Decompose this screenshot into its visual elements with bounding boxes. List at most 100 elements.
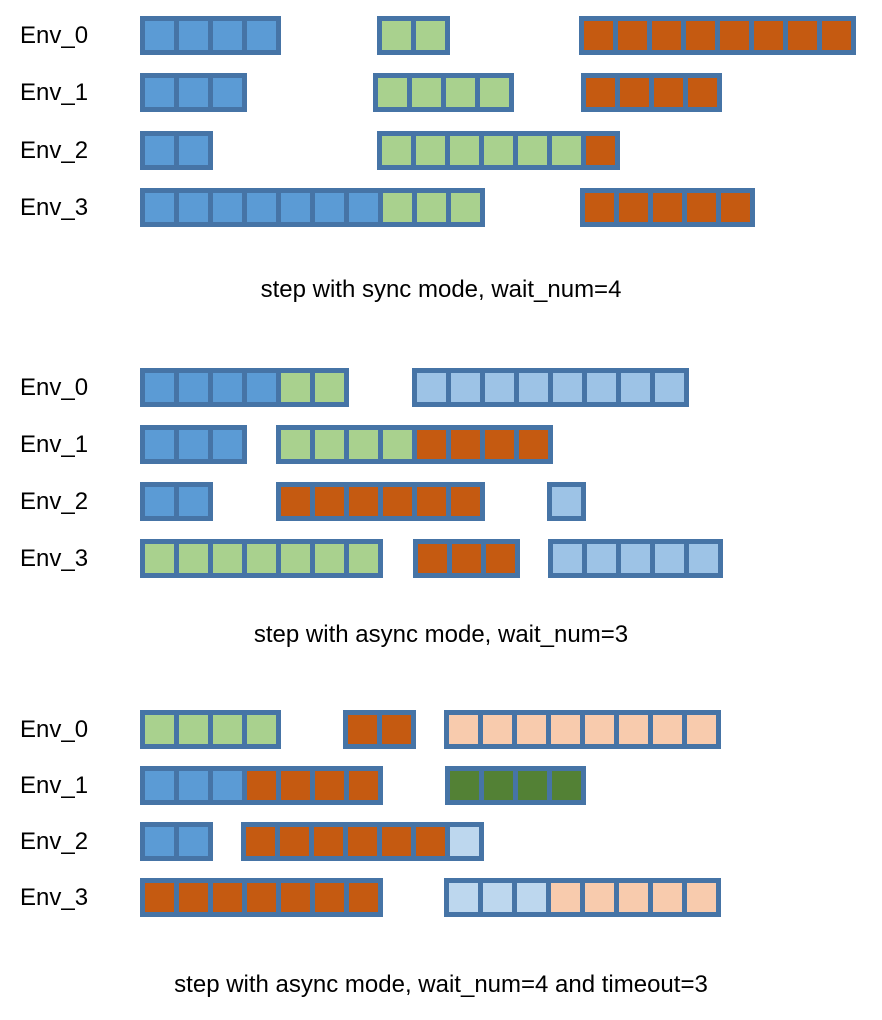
- lightblue-step-cell: [553, 373, 582, 402]
- blue-step-cell: [213, 373, 242, 402]
- orange-step-cell: [451, 487, 480, 516]
- blue-step-cell: [179, 430, 208, 459]
- step-bar: [580, 188, 755, 227]
- blue-step-cell: [213, 771, 242, 800]
- orange-step-cell: [652, 21, 681, 50]
- paleblue-step-cell: [450, 827, 479, 856]
- orange-step-cell: [720, 21, 749, 50]
- step-bar: [140, 188, 485, 227]
- step-bar: [377, 131, 620, 170]
- row-label-env_1: Env_1: [20, 772, 89, 799]
- blue-step-cell: [247, 193, 276, 222]
- blue-step-cell: [145, 78, 174, 107]
- paleblue-step-cell: [483, 883, 512, 912]
- orange-step-cell: [822, 21, 851, 50]
- peach-step-cell: [653, 883, 682, 912]
- orange-step-cell: [721, 193, 750, 222]
- caption-async-wait4-timeout3: step with async mode, wait_num=4 and tim…: [174, 971, 708, 998]
- peach-step-cell: [585, 883, 614, 912]
- darkgreen-step-cell: [450, 771, 479, 800]
- blue-step-cell: [213, 21, 242, 50]
- blue-step-cell: [213, 193, 242, 222]
- step-bar: [547, 482, 586, 521]
- green-step-cell: [484, 136, 513, 165]
- row-label-env_2: Env_2: [20, 488, 89, 515]
- peach-step-cell: [687, 883, 716, 912]
- step-bar: [140, 710, 281, 749]
- blue-step-cell: [213, 78, 242, 107]
- step-bar: [140, 878, 383, 917]
- row-label-env_0: Env_0: [20, 716, 89, 743]
- peach-step-cell: [619, 883, 648, 912]
- green-step-cell: [552, 136, 581, 165]
- orange-step-cell: [247, 771, 276, 800]
- step-bar: [548, 539, 723, 578]
- row-label-env_2: Env_2: [20, 828, 89, 855]
- peach-step-cell: [517, 715, 546, 744]
- step-bar: [140, 539, 383, 578]
- step-bar: [140, 766, 383, 805]
- green-step-cell: [281, 430, 310, 459]
- row-label-env_3: Env_3: [20, 884, 89, 911]
- peach-step-cell: [687, 715, 716, 744]
- green-step-cell: [412, 78, 441, 107]
- caption-async-wait3: step with async mode, wait_num=3: [253, 621, 629, 648]
- orange-step-cell: [417, 430, 446, 459]
- green-step-cell: [315, 544, 344, 573]
- green-step-cell: [213, 715, 242, 744]
- lightblue-step-cell: [417, 373, 446, 402]
- orange-step-cell: [586, 78, 615, 107]
- blue-step-cell: [179, 487, 208, 516]
- blue-step-cell: [145, 136, 174, 165]
- step-bar: [140, 368, 349, 407]
- paleblue-step-cell: [517, 883, 546, 912]
- lightblue-step-cell: [587, 544, 616, 573]
- orange-step-cell: [246, 827, 275, 856]
- step-bar: [140, 482, 213, 521]
- orange-step-cell: [452, 544, 481, 573]
- blue-step-cell: [145, 771, 174, 800]
- row-label-env_3: Env_3: [20, 194, 89, 221]
- lightblue-step-cell: [485, 373, 514, 402]
- green-step-cell: [382, 21, 411, 50]
- blue-step-cell: [145, 487, 174, 516]
- green-step-cell: [179, 544, 208, 573]
- blue-step-cell: [179, 78, 208, 107]
- step-bar: [444, 878, 721, 917]
- peach-step-cell: [653, 715, 682, 744]
- lightblue-step-cell: [621, 373, 650, 402]
- step-bar: [140, 73, 247, 112]
- row-label-env_1: Env_1: [20, 431, 89, 458]
- step-bar: [413, 539, 520, 578]
- orange-step-cell: [281, 883, 310, 912]
- orange-step-cell: [179, 883, 208, 912]
- step-bar: [579, 16, 856, 55]
- orange-step-cell: [348, 827, 377, 856]
- green-step-cell: [213, 544, 242, 573]
- step-bar: [276, 425, 553, 464]
- green-step-cell: [450, 136, 479, 165]
- orange-step-cell: [418, 544, 447, 573]
- green-step-cell: [281, 373, 310, 402]
- lightblue-step-cell: [689, 544, 718, 573]
- lightblue-step-cell: [451, 373, 480, 402]
- green-step-cell: [518, 136, 547, 165]
- green-step-cell: [247, 715, 276, 744]
- darkgreen-step-cell: [518, 771, 547, 800]
- orange-step-cell: [687, 193, 716, 222]
- orange-step-cell: [585, 193, 614, 222]
- peach-step-cell: [619, 715, 648, 744]
- green-step-cell: [417, 193, 446, 222]
- lightblue-step-cell: [587, 373, 616, 402]
- darkgreen-step-cell: [552, 771, 581, 800]
- lightblue-step-cell: [655, 544, 684, 573]
- step-bar: [140, 822, 213, 861]
- blue-step-cell: [247, 373, 276, 402]
- orange-step-cell: [213, 883, 242, 912]
- orange-step-cell: [416, 827, 445, 856]
- orange-step-cell: [281, 771, 310, 800]
- green-step-cell: [383, 193, 412, 222]
- green-step-cell: [378, 78, 407, 107]
- green-step-cell: [446, 78, 475, 107]
- step-bar: [373, 73, 514, 112]
